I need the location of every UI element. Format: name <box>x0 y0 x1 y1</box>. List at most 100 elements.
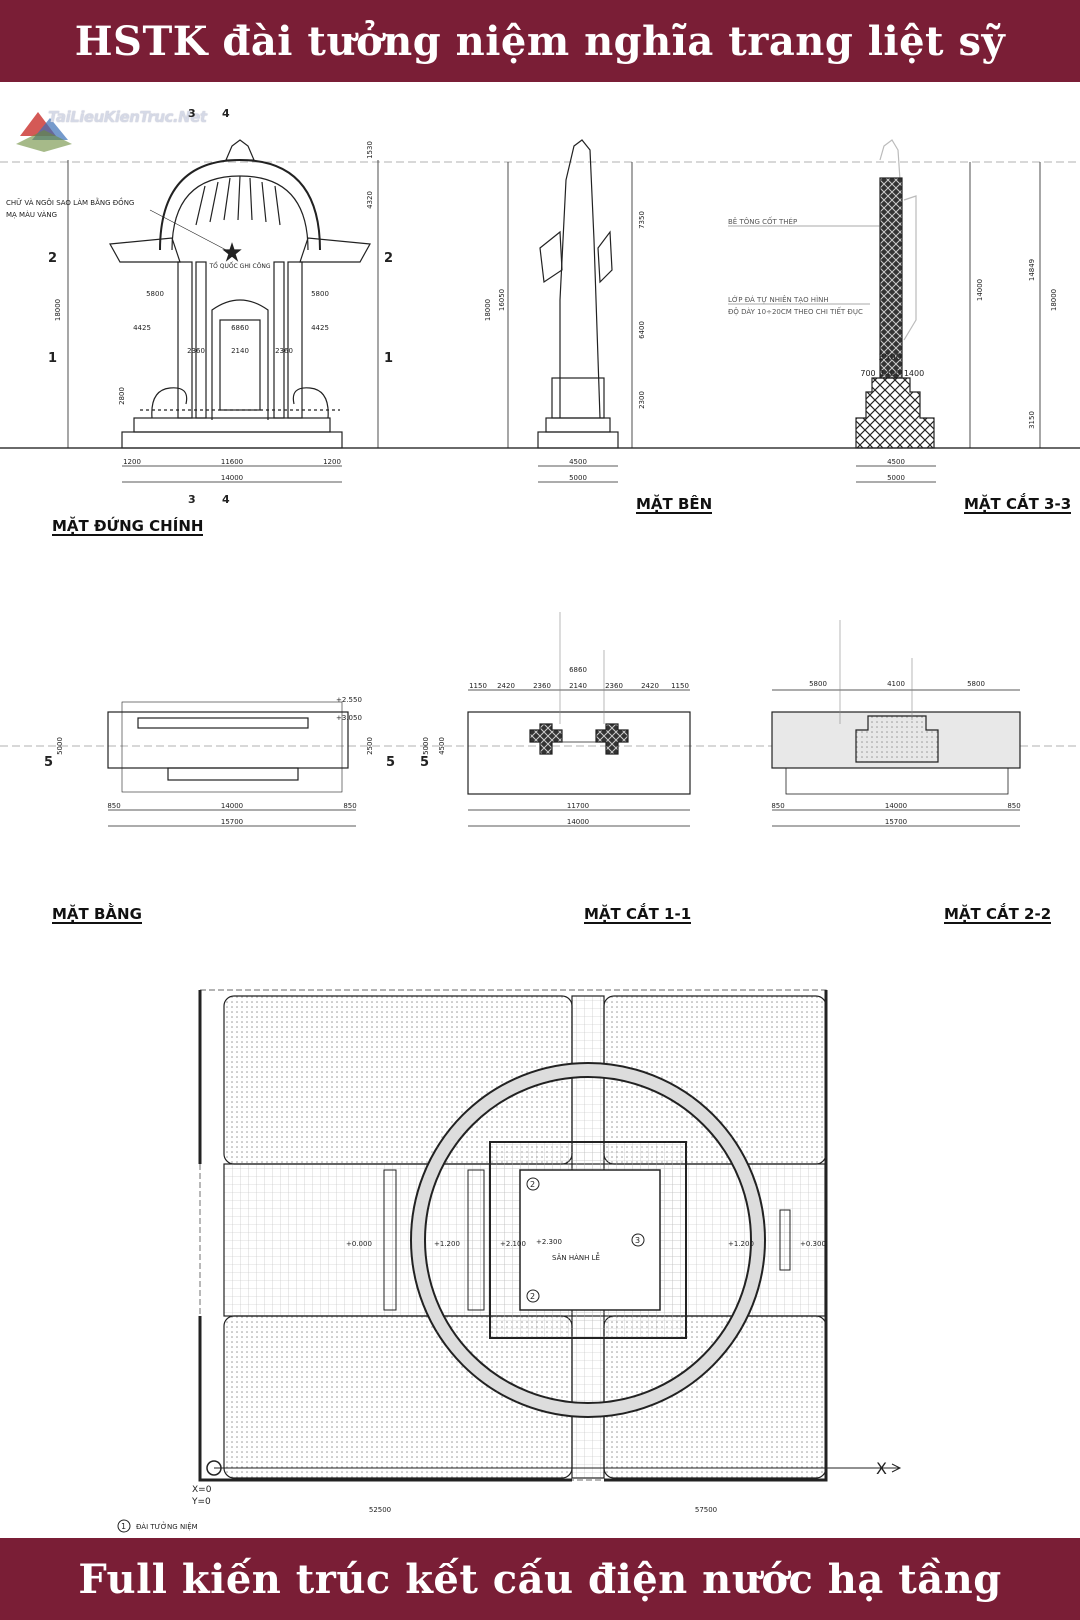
dim-side-5000: 5000 <box>569 474 587 482</box>
site-elev-b: +1.200 <box>434 1240 460 1248</box>
dim-sec33-3150: 3150 <box>1028 411 1036 429</box>
dim-sec22-14000: 14000 <box>885 802 907 810</box>
note-front-2: MẠ MÀU VÀNG <box>6 210 57 219</box>
footer-banner: Full kiến trúc kết cấu điện nước hạ tầng <box>0 1538 1080 1620</box>
label-section-2-2: MẶT CẮT 2-2 <box>944 905 1052 924</box>
label-side-elevation: MẶT BÊN <box>636 495 713 514</box>
svg-text:5: 5 <box>44 755 53 770</box>
dim-front-18000: 18000 <box>54 299 62 321</box>
site-legend: ĐÀI TƯỞNG NIỆM <box>136 1521 198 1531</box>
svg-text:3: 3 <box>188 493 196 506</box>
site-dim-bottom-a: 52500 <box>369 1506 391 1514</box>
dim-sec11-4500: 4500 <box>438 737 446 755</box>
dim-sec22-15700: 15700 <box>885 818 907 826</box>
dim-sec11-2140: 2140 <box>569 682 587 690</box>
svg-text:4: 4 <box>222 107 230 120</box>
front-dimensions: 11600 1200 1200 14000 5800 5800 4425 442… <box>6 107 393 506</box>
label-section-3-3: MẶT CẮT 3-3 <box>964 495 1072 514</box>
site-callout-2b: 2 <box>530 1292 535 1301</box>
site-plan <box>198 989 902 1482</box>
dim-front-4425a: 4425 <box>133 324 151 332</box>
dim-sec11-5000: 5000 <box>422 737 430 755</box>
plan-view <box>107 701 349 793</box>
dim-front-1530: 1530 <box>366 141 374 159</box>
site-callout-2a: 2 <box>530 1180 535 1189</box>
dim-sec33-14000: 14000 <box>976 279 984 301</box>
front-elevation <box>109 139 371 449</box>
label-front-elevation: MẶT ĐỨNG CHÍNH <box>52 517 204 536</box>
dim-front-2360b: 2360 <box>275 347 293 355</box>
svg-text:3: 3 <box>188 107 196 120</box>
svg-text:5: 5 <box>420 755 429 770</box>
dim-plan-5000: 5000 <box>56 737 64 755</box>
dim-sec11-2420b: 2420 <box>641 682 659 690</box>
dim-sec33-1400b: 1400 <box>904 369 924 378</box>
header-banner: HSTK đài tưởng niệm nghĩa trang liệt sỹ <box>0 0 1080 82</box>
elev-plan-1: +2.550 <box>336 696 362 704</box>
dim-side-18000: 18000 <box>484 299 492 321</box>
dim-plan-15700: 15700 <box>221 818 243 826</box>
site-plan-labels: SÂN HÀNH LỄ +2.300 +0.000 +1.200 +2.100 … <box>117 1177 887 1533</box>
dim-front-1200b: 1200 <box>323 458 341 466</box>
note-front-1: CHỮ VÀ NGÔI SAO LÀM BẰNG ĐỒNG <box>6 197 134 207</box>
dim-sec33-18000: 18000 <box>1050 289 1058 311</box>
dim-front-2360a: 2360 <box>187 347 205 355</box>
section-2-2-dimensions: 5800 4100 5800 14000 15700 850 850 <box>771 620 1021 827</box>
dim-plan-850a: 850 <box>107 802 120 810</box>
note-sec33-3: ĐỘ DÀY 10÷20CM THEO CHI TIẾT ĐỤC <box>728 306 863 316</box>
svg-text:2: 2 <box>48 251 57 266</box>
dim-sec11-14000: 14000 <box>567 818 589 826</box>
note-sec33-1: BÊ TÔNG CỐT THÉP <box>728 216 797 226</box>
dim-side-6400: 6400 <box>638 321 646 339</box>
footer-title: Full kiến trúc kết cấu điện nước hạ tầng <box>78 1555 1002 1603</box>
watermark-text: TaiLieuKienTruc.Net <box>48 108 207 126</box>
dim-sec33-1400a: 1400 <box>880 369 900 378</box>
site-elev-center: +2.300 <box>536 1238 562 1246</box>
svg-text:4: 4 <box>222 493 230 506</box>
label-plan: MẶT BẰNG <box>52 905 142 924</box>
plaque-text: TỔ QUỐC GHI CÔNG <box>208 262 270 270</box>
dim-sec33-14849: 14849 <box>1028 259 1036 281</box>
dim-sec11-2360b: 2360 <box>605 682 623 690</box>
site-coord-y0: Y=0 <box>191 1497 211 1507</box>
site-elev-c: +2.100 <box>500 1240 526 1248</box>
dim-sec11-1150b: 1150 <box>671 682 689 690</box>
dim-front-5800b: 5800 <box>311 290 329 298</box>
svg-text:5: 5 <box>386 755 395 770</box>
site-callout-3: 3 <box>635 1236 640 1245</box>
dim-front-2800: 2800 <box>118 387 126 405</box>
site-coord-x0: X=0 <box>192 1485 212 1495</box>
dim-sec11-2360a: 2360 <box>533 682 551 690</box>
dim-plan-850b: 850 <box>343 802 356 810</box>
site-dim-bottom-b: 57500 <box>695 1506 717 1514</box>
dim-sec11-11700: 11700 <box>567 802 589 810</box>
svg-text:2: 2 <box>384 251 393 266</box>
site-center-label: SÂN HÀNH LỄ <box>552 1252 600 1262</box>
svg-text:1: 1 <box>48 351 57 366</box>
dim-front-14000: 14000 <box>221 474 243 482</box>
section-3-3-dimensions: 4500 5000 3500 700 1400 1400 14849 18000… <box>728 162 1058 483</box>
section-1-1-dimensions: 1150 2420 2360 2140 2360 2420 1150 6860 … <box>420 612 690 827</box>
dim-front-6860: 6860 <box>231 324 249 332</box>
site-elev-a: +0.000 <box>346 1240 372 1248</box>
site-legend-num: 1 <box>121 1522 126 1531</box>
label-section-1-1: MẶT CẮT 1-1 <box>584 905 692 924</box>
side-elevation <box>537 139 619 449</box>
dim-front-1200a: 1200 <box>123 458 141 466</box>
dim-sec11-6860: 6860 <box>569 666 587 674</box>
dim-front-2140: 2140 <box>231 347 249 355</box>
dim-plan-14000: 14000 <box>221 802 243 810</box>
dim-sec22-850a: 850 <box>771 802 784 810</box>
dim-side-4500: 4500 <box>569 458 587 466</box>
svg-text:1: 1 <box>384 351 393 366</box>
dim-sec33-3500: 3500 <box>879 353 902 363</box>
section-2-2 <box>771 711 1021 795</box>
dim-sec11-2420a: 2420 <box>497 682 515 690</box>
dim-front-4425b: 4425 <box>311 324 329 332</box>
elev-plan-2: +3.050 <box>336 714 362 722</box>
dim-side-16050: 16050 <box>498 289 506 311</box>
dim-side-2300: 2300 <box>638 391 646 409</box>
drawing-sheet: 11600 1200 1200 14000 5800 5800 4425 442… <box>0 107 1080 1533</box>
dim-sec33-5000: 5000 <box>887 474 905 482</box>
dim-sec11-1150a: 1150 <box>469 682 487 690</box>
